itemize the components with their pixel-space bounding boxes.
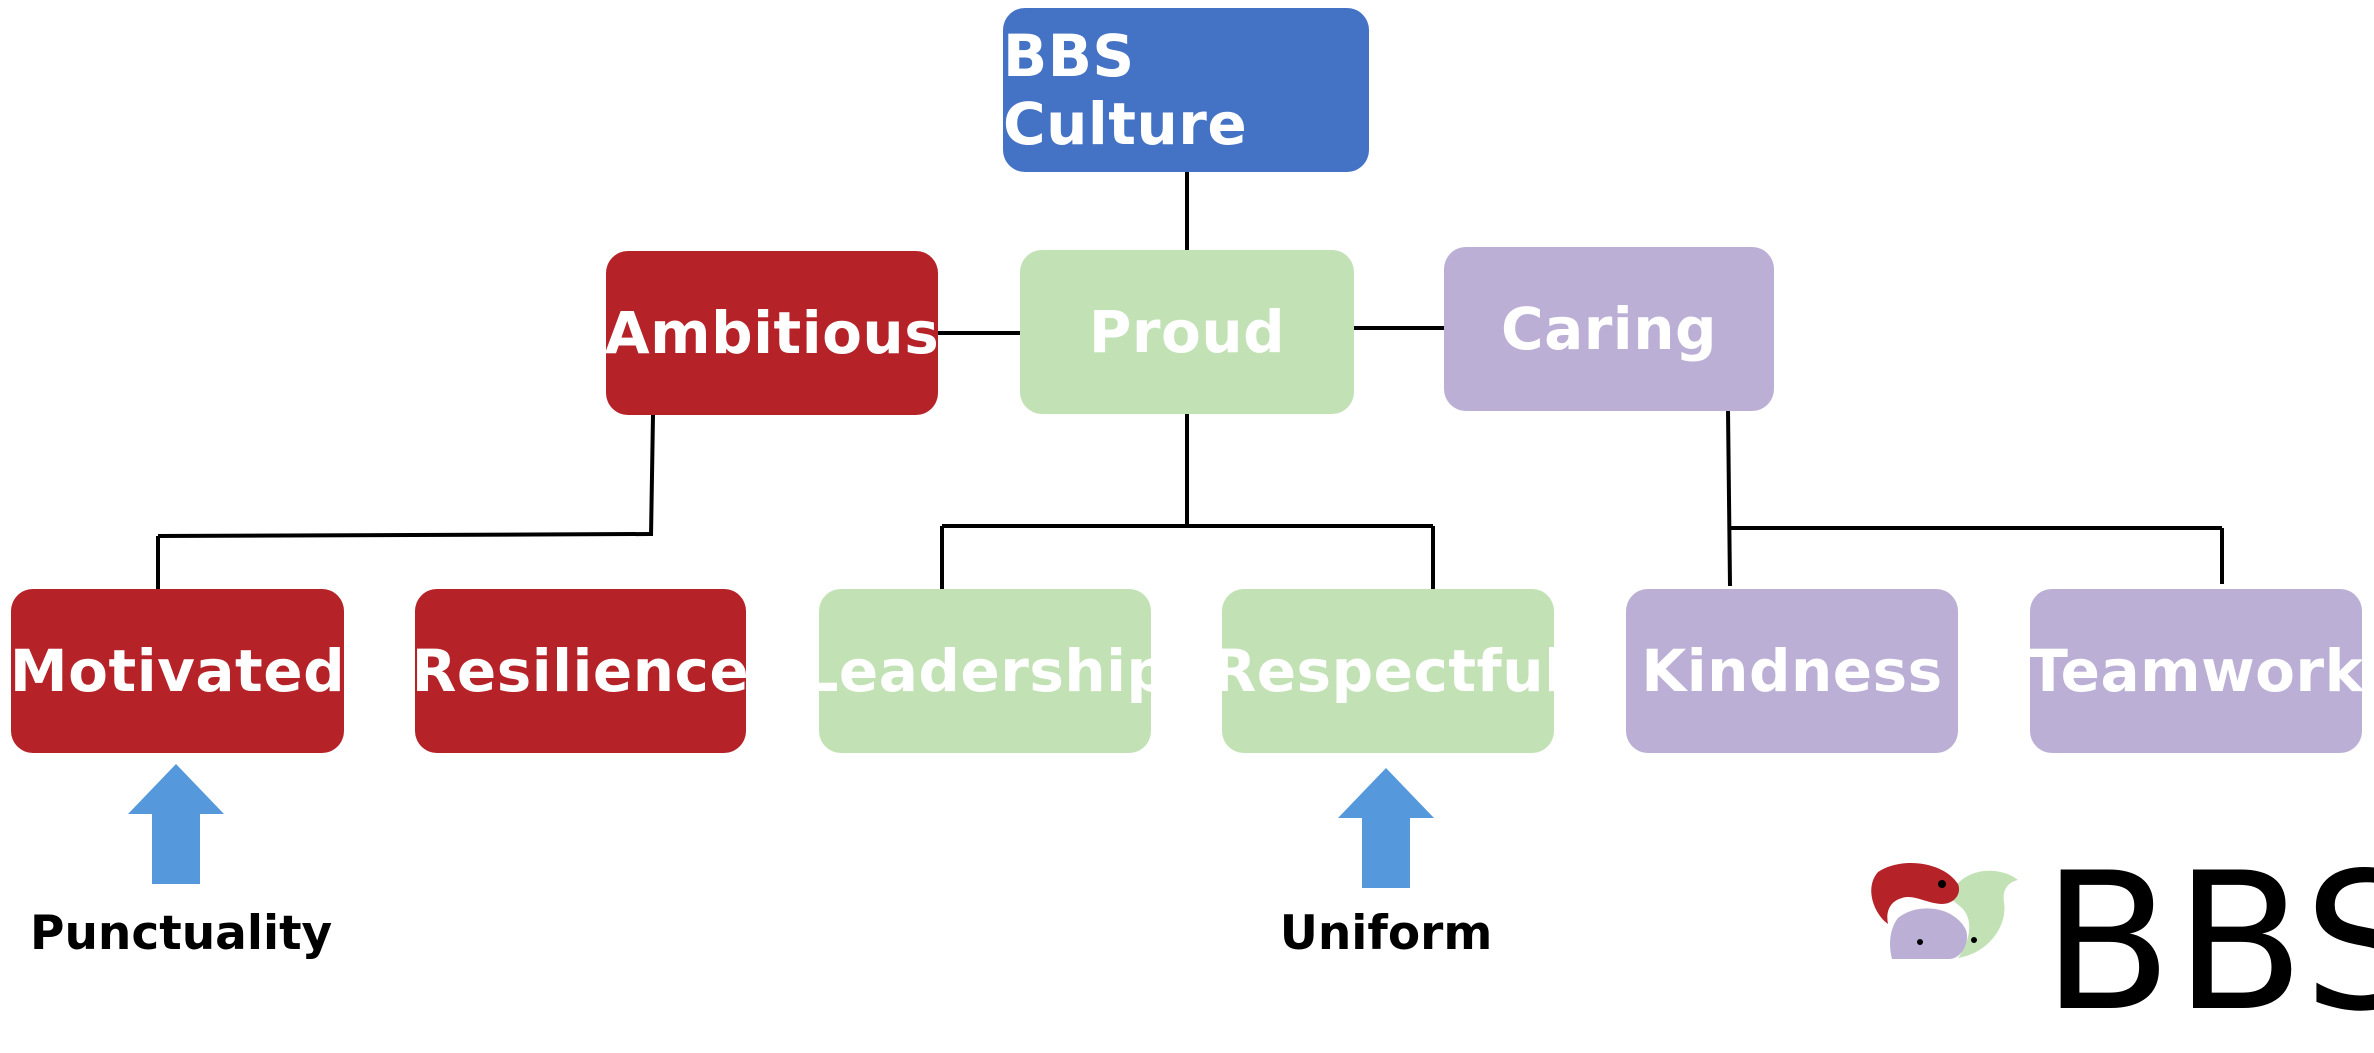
value-label-ambitious: Ambitious — [604, 299, 940, 367]
up-arrow-icon — [128, 764, 224, 884]
fish-logo-icon — [1871, 862, 2018, 959]
value-label-proud: Proud — [1088, 298, 1286, 366]
trait-box-respectful: Respectful — [1212, 589, 1564, 753]
trait-box-kindness: Kindness — [1626, 589, 1958, 753]
trait-label-teamwork: Teamwork — [2028, 637, 2364, 705]
trait-label-kindness: Kindness — [1641, 637, 1943, 705]
up-arrow-icon — [1338, 768, 1434, 888]
trait-box-motivated: Motivated — [9, 589, 346, 753]
logo-text: BBS — [2042, 832, 2374, 1053]
trait-box-leadership: Leadership — [801, 589, 1168, 753]
trait-box-teamwork: Teamwork — [2028, 589, 2364, 753]
punctuality-caption: Punctuality — [30, 906, 333, 961]
culture-diagram: BBS Culture Ambitious Proud Caring Motiv… — [9, 8, 2374, 1038]
trait-label-motivated: Motivated — [9, 637, 346, 705]
title-label: BBS Culture — [1003, 22, 1248, 158]
value-box-caring: Caring — [1444, 247, 1774, 411]
uniform-caption: Uniform — [1279, 906, 1493, 961]
trait-label-leadership: Leadership — [801, 637, 1169, 705]
value-box-ambitious: Ambitious — [604, 251, 940, 415]
title-box: BBS Culture — [1003, 8, 1369, 172]
trait-box-resilience: Resilience — [412, 589, 749, 753]
trait-label-resilience: Resilience — [411, 637, 750, 705]
connector-lines — [156, 172, 2224, 590]
value-label-caring: Caring — [1501, 295, 1717, 363]
trait-label-respectful: Respectful — [1211, 637, 1565, 705]
value-box-proud: Proud — [1020, 250, 1354, 414]
